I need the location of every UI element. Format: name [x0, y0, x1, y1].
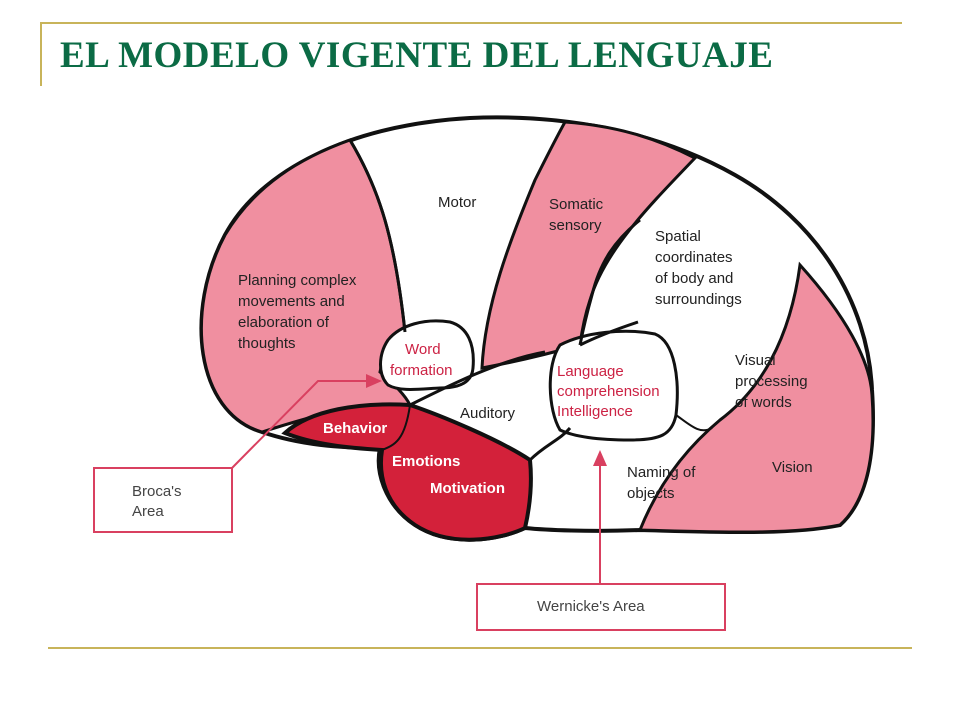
broca-label-1: Broca's — [132, 483, 182, 500]
label-language-1: Language — [557, 363, 624, 380]
label-behavior: Behavior — [323, 420, 387, 437]
frame-left-line — [40, 22, 42, 86]
label-planning-1: Planning complex — [238, 272, 357, 289]
label-language-3: Intelligence — [557, 403, 633, 420]
frame-bottom-line — [48, 647, 912, 649]
label-visual-2: processing — [735, 373, 808, 390]
label-spatial: Spatial coordinates of body and surround… — [655, 228, 742, 308]
label-motivation: Motivation — [430, 480, 505, 497]
broca-callout-line — [231, 380, 370, 469]
label-spatial-1: Spatial — [655, 228, 701, 245]
label-planning: Planning complex movements and elaborati… — [238, 272, 361, 352]
slide-title: EL MODELO VIGENTE DEL LENGUAJE — [60, 35, 774, 76]
broca-arrow-head — [366, 374, 382, 388]
divider-lang-top — [579, 320, 639, 347]
broca-callout-label: Broca's Area — [132, 483, 186, 520]
divider-limbic — [381, 404, 411, 451]
label-planning-2: movements and — [238, 293, 345, 310]
divider-motor-left — [348, 139, 407, 333]
label-auditory: Auditory — [460, 405, 516, 422]
frame-top-line — [40, 22, 902, 24]
divider-temporal-top — [409, 350, 546, 407]
label-word-formation-2: formation — [390, 362, 453, 379]
label-visual-3: of words — [735, 394, 792, 411]
label-somatic: Somatic sensory — [549, 196, 607, 234]
region-language — [548, 329, 679, 442]
wernicke-arrow-head — [593, 450, 607, 466]
label-language: Language comprehension Intelligence — [557, 363, 664, 420]
broca-label-2: Area — [132, 503, 164, 520]
label-language-2: comprehension — [557, 383, 660, 400]
divider-auditory-bottom — [528, 427, 572, 462]
label-naming: Naming of objects — [627, 464, 700, 502]
label-spatial-3: of body and — [655, 270, 733, 287]
divider-naming — [675, 414, 713, 432]
label-word-formation: Word formation — [390, 341, 453, 379]
label-emotions: Emotions — [392, 453, 460, 470]
divider-spatial — [578, 218, 641, 346]
region-vision — [637, 261, 875, 534]
label-word-formation-1: Word — [405, 341, 441, 358]
label-vision: Vision — [772, 459, 813, 476]
region-limbic — [281, 402, 533, 542]
broca-callout-box — [93, 467, 233, 533]
label-somatic-2: sensory — [549, 217, 602, 234]
label-visual-processing: Visual processing of words — [735, 352, 812, 411]
label-spatial-4: surroundings — [655, 291, 742, 308]
label-planning-3: elaboration of — [238, 314, 330, 331]
label-somatic-1: Somatic — [549, 196, 604, 213]
region-word-formation — [379, 319, 475, 391]
label-visual-1: Visual — [735, 352, 776, 369]
label-naming-2: objects — [627, 485, 675, 502]
label-motor: Motor — [438, 194, 476, 211]
wernicke-callout-label: Wernicke's Area — [537, 598, 645, 615]
label-spatial-2: coordinates — [655, 249, 733, 266]
label-planning-4: thoughts — [238, 335, 296, 352]
label-naming-1: Naming of — [627, 464, 696, 481]
